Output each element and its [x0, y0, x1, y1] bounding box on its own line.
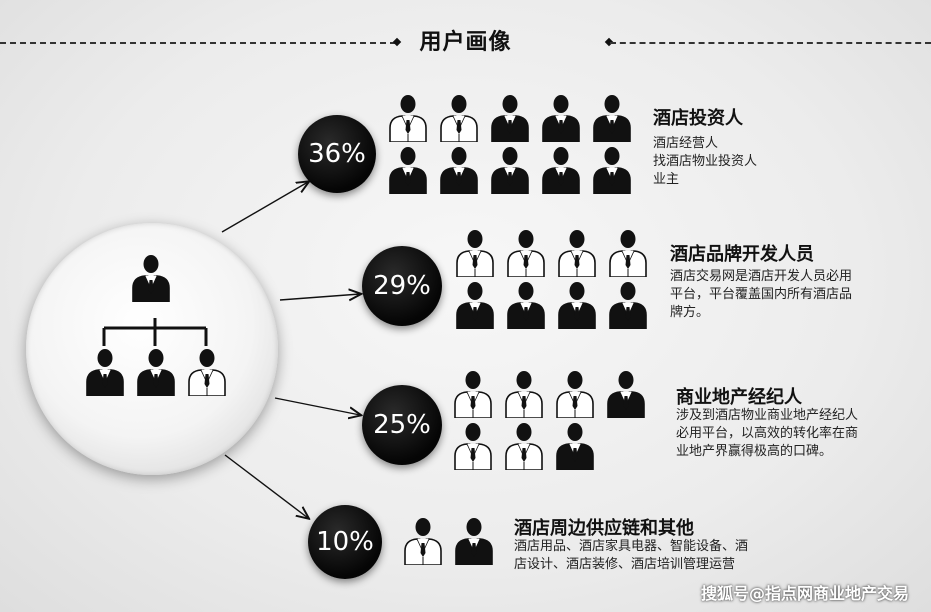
category-desc-3: 酒店用品、酒店家具电器、智能设备、酒 店设计、酒店装修、酒店培训管理运营: [514, 538, 748, 574]
desc-line: 酒店用品、酒店家具电器、智能设备、酒: [514, 539, 749, 554]
org-chart-lines: [102, 318, 208, 346]
person-icon: [438, 92, 489, 142]
desc-line: 业主: [653, 172, 680, 187]
percent-badge-1: 29%: [362, 246, 442, 326]
header-divider-left: [0, 42, 396, 44]
category-title-0: 酒店投资人: [653, 108, 743, 129]
person-icon: [540, 144, 591, 194]
person-icon: [503, 368, 554, 418]
category-desc-0: 酒店经营人 找酒店物业投资人 业主: [653, 135, 757, 189]
desc-line: 找酒店物业投资人: [653, 154, 758, 169]
desc-line: 业地产界赢得极高的口碑。: [676, 444, 833, 459]
arrow-to-cat-3: [224, 454, 308, 518]
arrow-to-cat-1: [279, 294, 360, 300]
person-icon: [540, 92, 591, 142]
desc-line: 平台，平台覆盖国内所有酒店品: [670, 287, 853, 302]
footer-watermark: 搜狐号@指点网商业地产交易: [700, 584, 909, 603]
desc-line: 牌方。: [670, 305, 710, 320]
person-icon: [607, 227, 658, 277]
person-icon: [489, 92, 540, 142]
person-icon: [591, 92, 642, 142]
category-desc-2: 涉及到酒店物业商业地产经纪人 必用平台，以高效的转化率在商 业地产界赢得极高的口…: [676, 407, 858, 461]
arrow-to-cat-2: [274, 397, 360, 415]
person-icon: [387, 92, 438, 142]
person-icon: [503, 420, 554, 470]
desc-line: 涉及到酒店物业商业地产经纪人: [676, 408, 859, 423]
figure-grid-2: [452, 368, 656, 470]
hub-person-top: [130, 252, 172, 302]
figure-grid-1: [454, 227, 658, 329]
percent-badge-3: 10%: [308, 505, 382, 579]
desc-line: 酒店经营人: [653, 136, 719, 151]
person-icon: [452, 368, 503, 418]
person-icon: [454, 227, 505, 277]
person-icon: [556, 279, 607, 329]
person-icon: [454, 279, 505, 329]
desc-line: 店设计、酒店装修、酒店培训管理运营: [514, 557, 736, 572]
category-desc-1: 酒店交易网是酒店开发人员必用 平台，平台覆盖国内所有酒店品 牌方。: [670, 268, 852, 322]
arrow-to-cat-0: [221, 182, 308, 233]
percent-badge-2: 25%: [362, 385, 442, 465]
person-icon: [591, 144, 642, 194]
person-icon: [402, 515, 453, 565]
hub-person-middle: [135, 346, 177, 396]
person-icon: [607, 279, 658, 329]
person-icon: [387, 144, 438, 194]
person-icon: [556, 227, 607, 277]
person-icon: [505, 227, 556, 277]
header-divider-right: [610, 42, 931, 44]
person-icon: [605, 368, 656, 418]
category-title-2: 商业地产经纪人: [676, 387, 802, 408]
person-icon: [505, 279, 556, 329]
person-icon: [438, 144, 489, 194]
page-title: 用户画像: [419, 30, 512, 55]
figure-grid-0: [387, 92, 642, 194]
person-icon: [453, 515, 504, 565]
person-icon: [489, 144, 540, 194]
desc-line: 酒店交易网是酒店开发人员必用: [670, 269, 853, 284]
category-title-3: 酒店周边供应链和其他: [514, 518, 694, 539]
category-title-1: 酒店品牌开发人员: [670, 244, 814, 265]
percent-badge-0: 36%: [298, 115, 376, 193]
figure-grid-3: [402, 515, 504, 565]
person-icon: [554, 420, 605, 470]
desc-line: 必用平台，以高效的转化率在商: [676, 426, 859, 441]
person-icon: [452, 420, 503, 470]
person-icon: [554, 368, 605, 418]
hub-person-right: [186, 346, 228, 396]
hub-person-left: [84, 346, 126, 396]
